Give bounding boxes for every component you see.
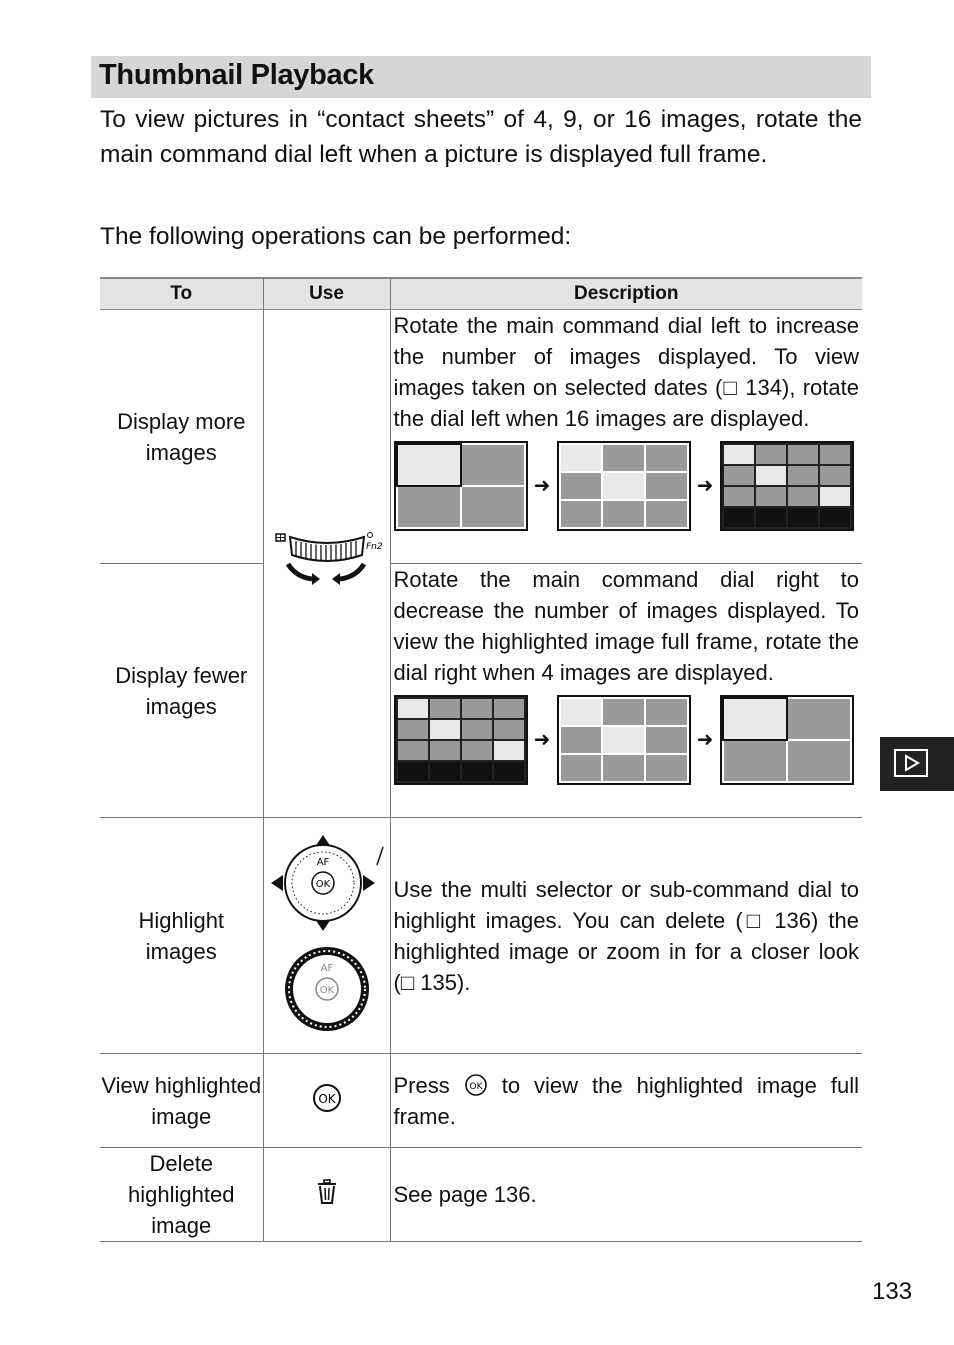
thumbnail-grid-9	[556, 695, 691, 785]
row-display-use: Fn2	[262, 309, 390, 818]
title-bar: Thumbnail Playback	[91, 56, 871, 98]
intro-paragraph: To view pictures in “contact sheets” of …	[100, 106, 862, 168]
thumbnail-grid-4	[393, 441, 528, 531]
arrow-right-icon: ➜	[696, 729, 714, 751]
row-view-to: View highlighted image	[100, 1053, 263, 1148]
fn2-label: Fn2	[366, 542, 382, 552]
ok-button-icon: OK	[312, 1083, 341, 1112]
row-view-description: Press OK to view the highlighted image f…	[389, 1053, 862, 1148]
thumbnail-grid-16	[393, 695, 528, 785]
table-header-row: To Use Description	[100, 277, 862, 310]
row-display-more-description: Rotate the main command dial left to inc…	[389, 309, 862, 564]
row-view-use: OK	[262, 1053, 390, 1148]
thumbnail-sequence-fewer: ➜ ➜	[393, 695, 860, 785]
row-highlight-to: Highlight images	[100, 817, 263, 1054]
trash-icon	[317, 1178, 336, 1204]
operations-heading: The following operations can be performe…	[100, 223, 572, 250]
operations-table: To Use Description Display more images	[100, 277, 862, 1242]
svg-text:OK: OK	[319, 985, 334, 996]
playback-section-tab	[880, 737, 954, 791]
thumbnail-grid-9	[556, 441, 691, 531]
arrow-right-icon: ➜	[533, 475, 551, 497]
row-display-more-to: Display more images	[100, 309, 263, 564]
row-highlight-use: OK AF OK AF	[262, 817, 390, 1054]
view-text-before: Press	[393, 1072, 450, 1098]
sub-command-dial-icon: OK AF	[284, 946, 369, 1031]
row-delete-use	[262, 1147, 390, 1242]
header-description: Description	[389, 277, 862, 310]
view-text-after: to view the highlighted image full frame…	[393, 1072, 860, 1129]
row-highlight-description: Use the multi selector or sub-command di…	[389, 817, 862, 1054]
display-fewer-text: Rotate the main command dial right to de…	[393, 567, 860, 685]
svg-text:AF: AF	[320, 963, 333, 974]
playback-icon	[894, 749, 928, 777]
table-row: Display fewer images Rotate the main com…	[100, 563, 862, 818]
multi-selector-icon: OK AF OK AF	[270, 834, 384, 1031]
header-use: Use	[262, 277, 390, 310]
main-command-dial-icon: Fn2	[274, 531, 382, 585]
arrow-right-icon: ➜	[533, 729, 551, 751]
table-row: Highlight images OK AF	[100, 817, 862, 1054]
svg-text:OK: OK	[318, 1092, 336, 1106]
thumbnail-grid-16	[719, 441, 854, 531]
page-number: 133	[872, 1278, 913, 1305]
row-delete-to: Delete highlighted image	[100, 1147, 263, 1242]
ok-button-icon: OK	[464, 1073, 487, 1096]
table-row: Display more images Fn2	[100, 309, 862, 818]
row-delete-description: See page 136.	[389, 1147, 862, 1242]
row-display-fewer-to: Display fewer images	[100, 563, 263, 818]
thumbnail-sequence-more: ➜ ➜	[393, 441, 860, 531]
header-to: To	[100, 277, 263, 310]
page-title: Thumbnail Playback	[99, 59, 375, 91]
table-row: View highlighted image OK Press OK to vi…	[100, 1053, 862, 1148]
svg-text:OK: OK	[469, 1082, 483, 1092]
ok-label: OK	[315, 879, 330, 890]
table-row: Delete highlighted image See page 136.	[100, 1147, 862, 1242]
arrow-right-icon: ➜	[696, 475, 714, 497]
row-display-fewer-description: Rotate the main command dial right to de…	[389, 563, 862, 818]
display-more-text: Rotate the main command dial left to inc…	[393, 313, 860, 431]
af-label: AF	[316, 857, 329, 868]
thumbnail-grid-4	[719, 695, 854, 785]
